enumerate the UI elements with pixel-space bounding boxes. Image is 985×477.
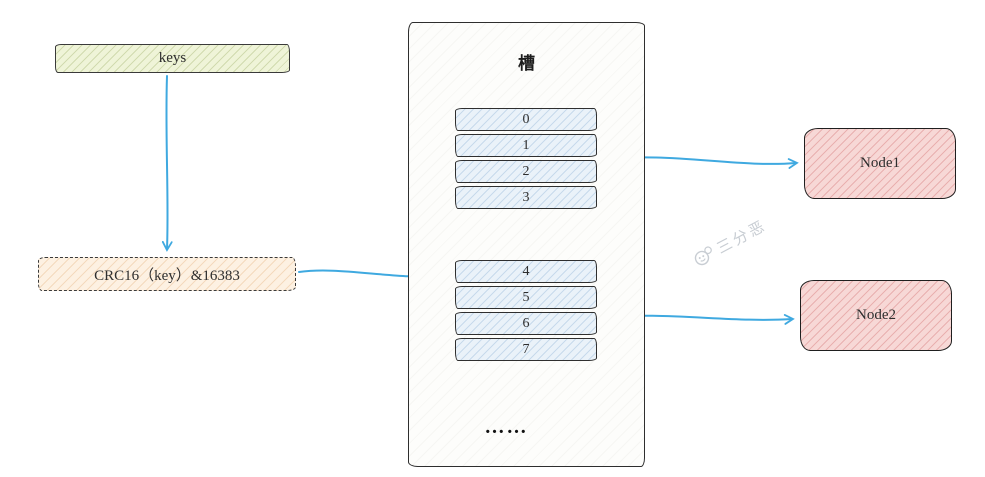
slot-row-5: 5 [455, 286, 597, 309]
slot-row-6: 6 [455, 312, 597, 335]
slot-row-1: 1 [455, 134, 597, 157]
slot-container-title: 槽 [518, 54, 535, 73]
slot-label: 5 [522, 289, 530, 305]
slot-group-lower: 4 5 6 7 [455, 260, 597, 364]
slot-label: 0 [522, 111, 530, 127]
slot-label: 7 [522, 341, 530, 357]
keys-box: keys [55, 44, 290, 73]
slot-row-7: 7 [455, 338, 597, 361]
watermark: 三分恶 [690, 214, 771, 270]
slot-group-upper: 0 1 2 3 [455, 108, 597, 212]
slot-label: 4 [522, 263, 530, 279]
watermark-text: 三分恶 [714, 217, 770, 258]
keys-label: keys [158, 50, 187, 66]
slot-label: 2 [522, 163, 530, 179]
hash-formula-label: CRC16（key）&16383 [94, 267, 240, 284]
slot-ellipsis: …… [484, 416, 529, 438]
node2-box: Node2 [800, 280, 952, 351]
slot-label: 6 [522, 315, 530, 331]
slot-row-0: 0 [455, 108, 597, 131]
slot-container: 槽 0 1 2 3 4 5 6 7 …… [408, 22, 645, 467]
node1-label: Node1 [860, 155, 900, 171]
node2-label: Node2 [856, 307, 896, 323]
arrow-keys-to-hash [161, 75, 173, 252]
slot-row-2: 2 [455, 160, 597, 183]
hash-formula-box: CRC16（key）&16383 [38, 257, 296, 291]
slot-label: 1 [522, 137, 530, 153]
slot-row-4: 4 [455, 260, 597, 283]
slot-label: 3 [522, 189, 530, 205]
watermark-face-icon [690, 243, 718, 269]
slot-row-3: 3 [455, 186, 597, 209]
node1-box: Node1 [804, 128, 956, 199]
